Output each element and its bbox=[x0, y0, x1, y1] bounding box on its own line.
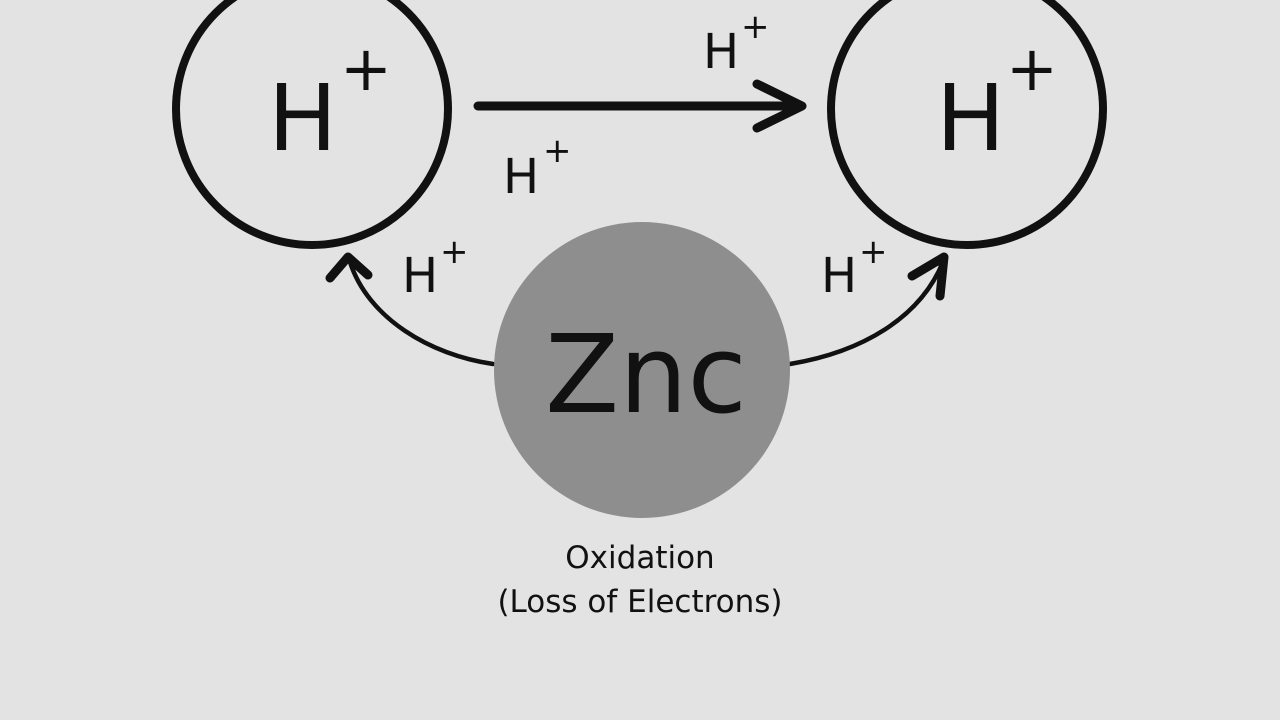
transfer-arrow bbox=[473, 79, 807, 133]
right-curve-charge: + bbox=[859, 232, 888, 272]
right-curve-symbol: H bbox=[821, 248, 857, 304]
zinc-label: Znc bbox=[545, 313, 747, 438]
left-ion-symbol: H bbox=[268, 65, 337, 172]
zinc-circle bbox=[494, 222, 790, 518]
caption-loss-of-electrons: (Loss of Electrons) bbox=[497, 584, 783, 620]
arrow-top-label: H + bbox=[703, 7, 770, 80]
arrow-bottom-charge: + bbox=[543, 131, 572, 171]
right-curve-label: H + bbox=[821, 232, 888, 304]
left-curve-symbol: H bbox=[402, 248, 438, 304]
arrow-top-charge: + bbox=[741, 7, 770, 47]
arrow-bottom-label: H + bbox=[503, 131, 572, 205]
zinc-atom: Znc bbox=[494, 222, 790, 518]
transfer-arrow-head bbox=[752, 79, 807, 133]
right-curve-head bbox=[907, 252, 949, 301]
left-curve-label: H + bbox=[402, 232, 469, 304]
right-ion-charge: + bbox=[1006, 32, 1058, 105]
right-curved-arrow bbox=[787, 252, 949, 367]
right-curve-path bbox=[787, 259, 946, 367]
right-h-ion: H + bbox=[827, 0, 1107, 249]
right-ion-symbol: H bbox=[936, 65, 1005, 172]
left-curve-head bbox=[325, 252, 373, 283]
left-curve-path bbox=[347, 259, 496, 367]
arrow-top-symbol: H bbox=[703, 24, 739, 80]
left-curve-charge: + bbox=[440, 232, 469, 272]
left-ion-charge: + bbox=[340, 32, 392, 105]
caption-oxidation: Oxidation bbox=[565, 540, 715, 576]
left-h-ion: H + bbox=[172, 0, 452, 249]
left-ion-circle bbox=[172, 0, 452, 249]
left-curved-arrow bbox=[325, 252, 496, 367]
arrow-bottom-symbol: H bbox=[503, 149, 539, 205]
right-ion-circle bbox=[827, 0, 1107, 249]
